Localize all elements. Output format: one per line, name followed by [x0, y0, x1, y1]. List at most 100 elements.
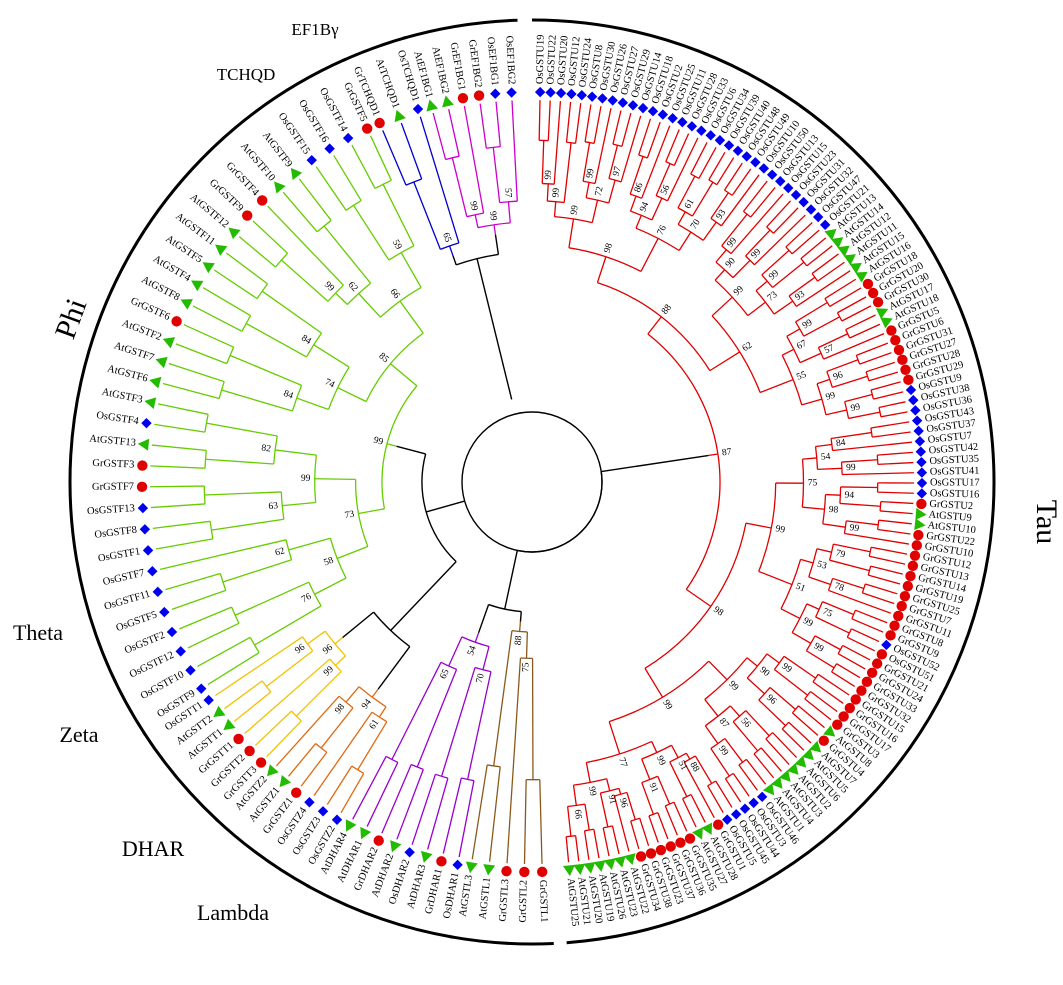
- branch: [608, 145, 619, 179]
- branch: [690, 794, 706, 823]
- clade-label-theta: Theta: [13, 620, 63, 645]
- diamond-marker: [667, 113, 678, 124]
- leaf-label: AtGSTF7: [113, 340, 156, 363]
- branch: [451, 157, 468, 217]
- branch: [647, 316, 662, 335]
- branch: [826, 359, 859, 373]
- branch: [596, 256, 607, 283]
- diamond-marker: [607, 95, 618, 106]
- branch: [870, 381, 901, 391]
- diamond-marker: [139, 524, 151, 535]
- clade-label-lambda: Lambda: [197, 900, 269, 925]
- diamond-marker: [790, 189, 802, 201]
- bootstrap-label: 99: [716, 744, 730, 758]
- bootstrap-label: 99: [467, 200, 479, 212]
- bootstrap-label: 94: [638, 201, 651, 214]
- branch: [159, 539, 287, 571]
- triangle-marker: [701, 822, 713, 835]
- branch: [758, 699, 786, 727]
- bootstrap-label: 65: [440, 231, 453, 244]
- branch: [629, 195, 637, 212]
- circle-marker: [473, 90, 485, 101]
- branch: [690, 142, 708, 175]
- branch: [836, 663, 861, 679]
- branch: [315, 166, 347, 211]
- bootstrap-label: 99: [322, 665, 336, 679]
- branch-arc: [435, 773, 449, 779]
- circle-marker: [137, 460, 148, 471]
- leaf-label: AtGSTF2: [120, 318, 163, 343]
- bootstrap-label: 77: [616, 757, 629, 769]
- branch-arc: [721, 245, 732, 255]
- circle-marker: [889, 620, 900, 631]
- branch: [252, 220, 289, 254]
- branch: [831, 671, 856, 687]
- bootstrap-label: 90: [724, 256, 738, 270]
- branch: [845, 314, 876, 331]
- triangle-marker: [420, 850, 433, 863]
- branch: [651, 197, 663, 221]
- diamond-marker: [766, 169, 778, 180]
- branch: [382, 130, 407, 186]
- branch: [720, 174, 760, 227]
- branch: [644, 667, 664, 698]
- branch: [602, 827, 610, 857]
- diamond-marker: [723, 140, 735, 151]
- triangle-marker: [779, 769, 791, 782]
- branch: [646, 121, 661, 159]
- diamond-marker: [686, 121, 698, 132]
- branch: [204, 491, 282, 496]
- branch-arc: [630, 817, 640, 822]
- branch: [877, 491, 914, 494]
- branch: [336, 545, 369, 560]
- branch: [839, 502, 881, 507]
- bootstrap-label: 62: [741, 340, 755, 354]
- branch: [582, 142, 591, 182]
- clade-label-phi: Phi: [49, 294, 94, 343]
- branch: [641, 782, 655, 815]
- diamond-marker: [905, 384, 917, 396]
- diamond-marker: [916, 488, 928, 499]
- circle-marker: [900, 364, 911, 376]
- diamond-marker: [196, 683, 207, 694]
- bootstrap-label: 74: [323, 377, 336, 390]
- branch: [786, 328, 801, 337]
- branch: [390, 363, 418, 387]
- bootstrap-label: 76: [300, 592, 313, 605]
- branch: [282, 501, 316, 507]
- branch: [781, 348, 795, 356]
- clade-bracket-theta: [142, 731, 220, 823]
- leaf-label: OsGSTU17: [930, 477, 980, 488]
- circle-marker: [136, 481, 148, 493]
- bootstrap-label: 99: [551, 187, 562, 198]
- triangle-marker: [465, 861, 478, 874]
- diamond-marker: [916, 467, 928, 478]
- branch: [729, 705, 741, 717]
- branch: [710, 748, 730, 777]
- diamond-marker: [203, 694, 214, 706]
- branch-arc: [600, 787, 620, 794]
- branch: [566, 806, 572, 837]
- branch: [865, 583, 898, 595]
- branch: [791, 632, 812, 644]
- diamond-marker: [910, 405, 921, 416]
- branch: [477, 604, 490, 634]
- branch: [685, 752, 691, 760]
- bootstrap-label: 53: [816, 560, 828, 572]
- bootstrap-label: 70: [475, 672, 487, 684]
- diamond-marker: [677, 116, 688, 128]
- clade-bracket-phi: [68, 57, 347, 736]
- branch: [594, 108, 612, 184]
- branch: [152, 520, 211, 529]
- branch-arc: [285, 539, 293, 560]
- branch: [448, 245, 454, 256]
- branch: [791, 712, 819, 736]
- leaf-label: OsGSTU7: [927, 430, 972, 446]
- branch: [832, 441, 912, 452]
- diamond-marker: [911, 415, 923, 426]
- diamond-marker: [741, 151, 752, 162]
- branch: [506, 657, 522, 864]
- circle-marker: [867, 287, 879, 299]
- branch: [183, 324, 234, 348]
